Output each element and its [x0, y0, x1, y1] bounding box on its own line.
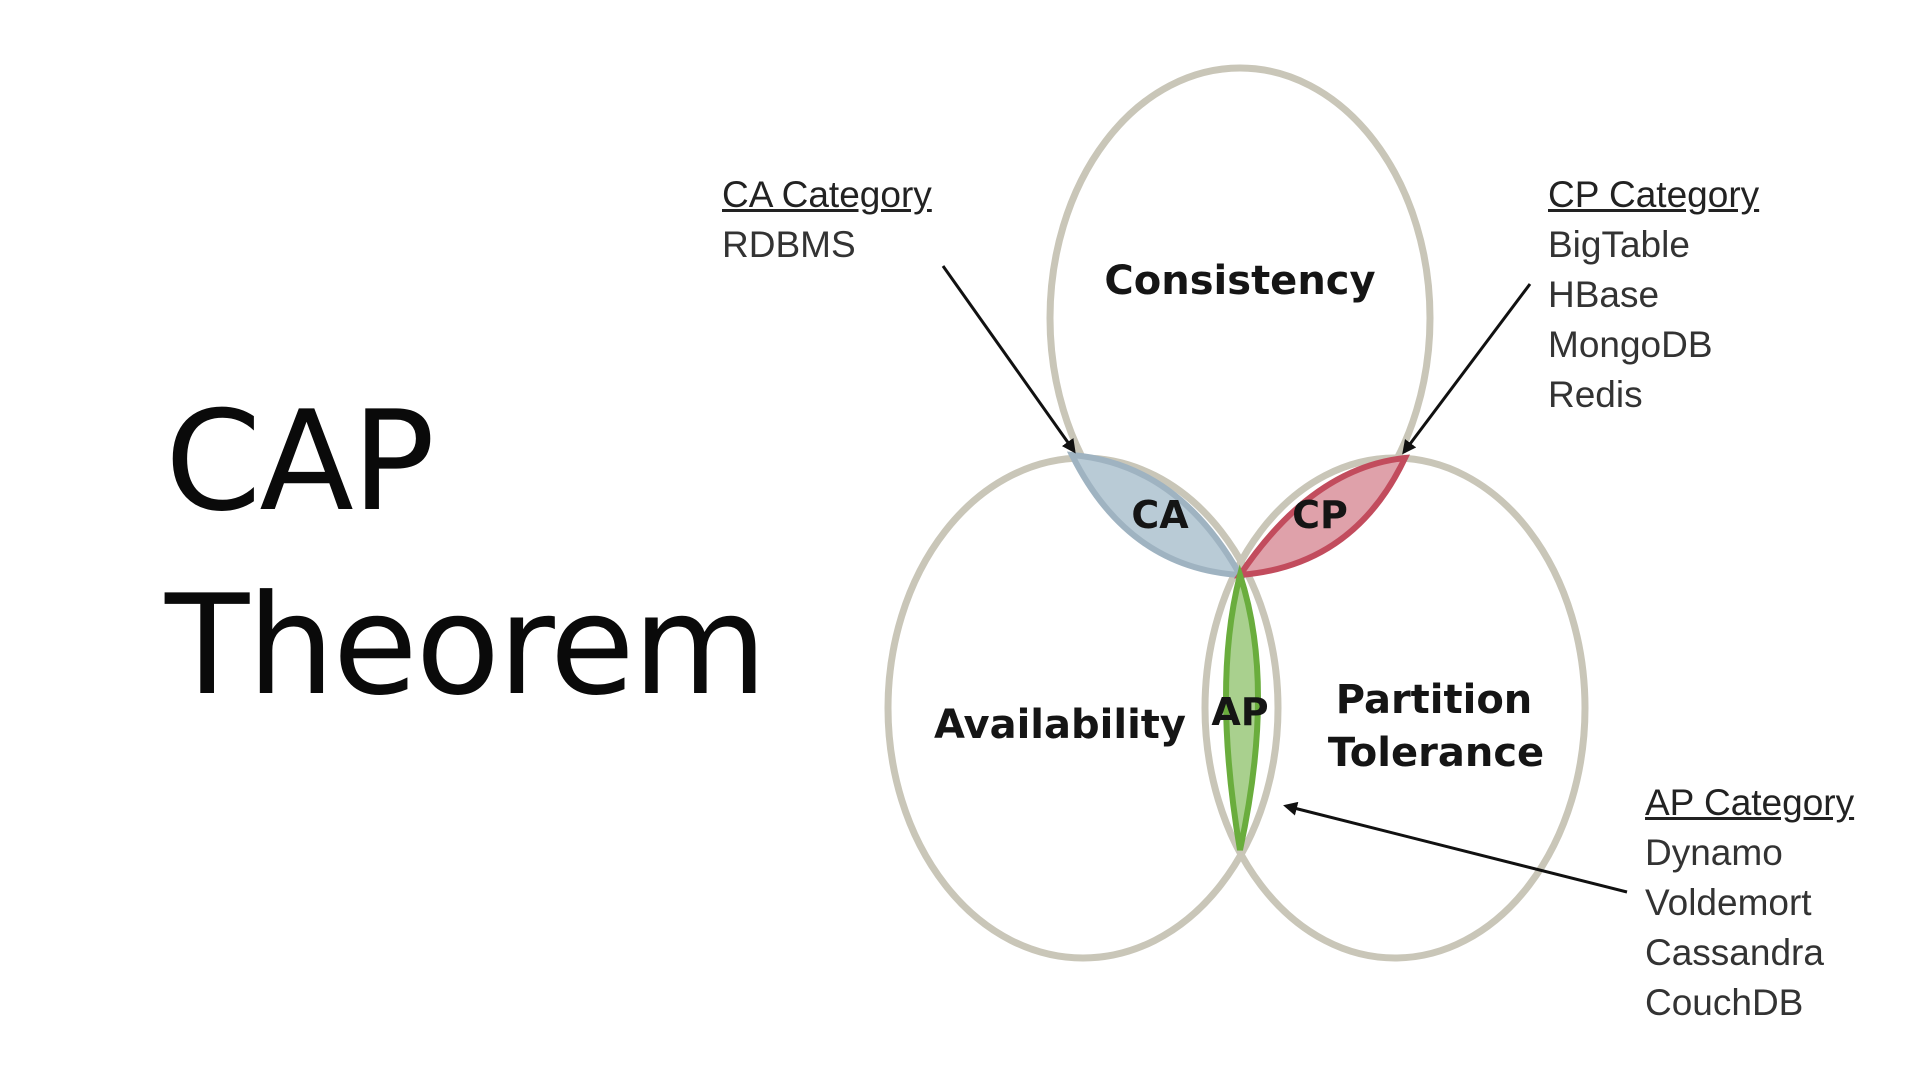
ca-category-item: RDBMS: [722, 224, 856, 265]
cp-category-block: CP Category BigTable HBase MongoDB Redis: [1548, 170, 1759, 420]
cp-intersection: [1234, 454, 1411, 579]
ap-category-block: AP Category Dynamo Voldemort Cassandra C…: [1645, 778, 1854, 1028]
cp-category-item: Redis: [1548, 374, 1643, 415]
ap-intersection: [1223, 564, 1261, 851]
ap-category-item: Cassandra: [1645, 932, 1824, 973]
ap-arrow: [1283, 801, 1628, 894]
cp-arrow: [1402, 283, 1532, 455]
ca-category-title: CA Category: [722, 174, 932, 215]
ap-category-item: CouchDB: [1645, 982, 1804, 1023]
ap-category-title: AP Category: [1645, 782, 1855, 823]
partition-label-line2: Tolerance: [1328, 730, 1544, 776]
cp-category-item: HBase: [1548, 274, 1660, 315]
cp-category-item: MongoDB: [1548, 324, 1713, 365]
availability-label: Availability: [934, 702, 1186, 748]
partition-label-line1: Partition: [1336, 677, 1533, 723]
cp-category-item: BigTable: [1548, 224, 1690, 265]
slide-title: CAP Theorem: [165, 370, 767, 737]
title-line-theorem: Theorem: [165, 564, 767, 726]
ca-category-block: CA Category RDBMS: [722, 170, 932, 270]
consistency-label: Consistency: [1104, 258, 1375, 304]
ap-label: AP: [1211, 690, 1268, 734]
ca-arrow: [941, 265, 1076, 454]
ap-category-item: Dynamo: [1645, 832, 1783, 873]
ap-category-item: Voldemort: [1645, 882, 1812, 923]
cp-label: CP: [1292, 493, 1348, 537]
ca-label: CA: [1131, 493, 1189, 537]
cp-category-title: CP Category: [1548, 174, 1760, 215]
title-line-cap: CAP: [165, 381, 435, 542]
